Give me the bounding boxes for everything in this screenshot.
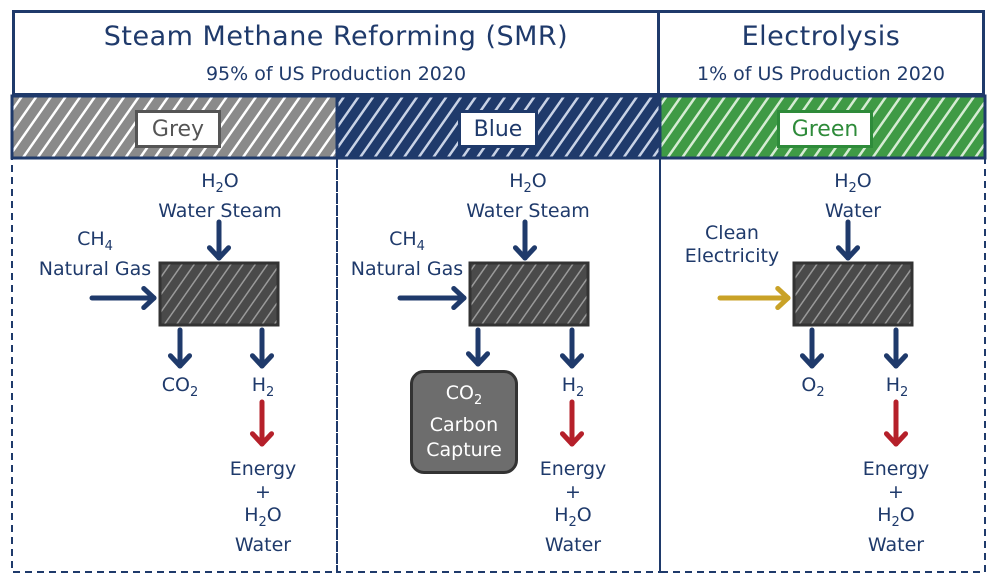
green-h2-label: H2 [885, 374, 909, 400]
grey-steam-arrow [206, 219, 232, 261]
electrolysis-header: Electrolysis 1% of US Production 2020 [657, 10, 985, 96]
blue-energy-arrow [559, 399, 585, 447]
green-energy-arrow [883, 399, 909, 447]
blue-h2-label: H2 [561, 374, 585, 400]
green-water-arrow [835, 219, 861, 261]
green-electricity-arrow [717, 285, 791, 311]
blue-gas-arrow [397, 285, 467, 311]
green-tag: Green [777, 110, 873, 148]
grey-h2-label: H2 [251, 374, 275, 400]
green-o2-arrow [799, 327, 825, 369]
blue-natural-gas-label: CH4 Natural Gas [350, 228, 464, 280]
smr-subtitle: 95% of US Production 2020 [205, 63, 467, 85]
electrolysis-title: Electrolysis [741, 21, 901, 52]
green-water-label: H2O Water [824, 170, 882, 222]
green-h2-arrow [883, 327, 909, 369]
green-o2-label: O2 [801, 374, 825, 400]
grey-energy-arrow [249, 399, 275, 447]
blue-co2-arrow [465, 327, 491, 367]
carbon-capture-box: CO2 Carbon Capture [410, 370, 518, 474]
smr-title: Steam Methane Reforming (SMR) [103, 21, 569, 52]
blue-reactor [468, 261, 590, 327]
grey-co2-label: CO2 [161, 374, 199, 400]
blue-water-steam-label: H2O Water Steam [466, 170, 590, 222]
grey-reactor [158, 261, 280, 327]
green-energy-water-label: Energy + H2O Water [862, 458, 930, 556]
blue-h2-arrow [559, 327, 585, 369]
blue-steam-arrow [512, 219, 538, 261]
blue-energy-water-label: Energy + H2O Water [539, 458, 607, 556]
grey-co2-arrow [167, 327, 193, 369]
grey-tag: Grey [135, 110, 221, 148]
green-reactor [792, 261, 914, 327]
grey-natural-gas-label: CH4 Natural Gas [38, 228, 152, 280]
blue-panel [336, 157, 661, 573]
grey-water-steam-label: H2O Water Steam [158, 170, 282, 222]
electrolysis-subtitle: 1% of US Production 2020 [696, 63, 946, 85]
grey-energy-water-label: Energy + H2O Water [229, 458, 297, 556]
green-panel [659, 157, 986, 573]
grey-gas-arrow [89, 285, 157, 311]
grey-h2-arrow [249, 327, 275, 369]
green-clean-electricity-label: Clean Electricity [684, 222, 780, 267]
smr-header: Steam Methane Reforming (SMR) 95% of US … [12, 10, 660, 96]
blue-tag: Blue [458, 110, 538, 148]
